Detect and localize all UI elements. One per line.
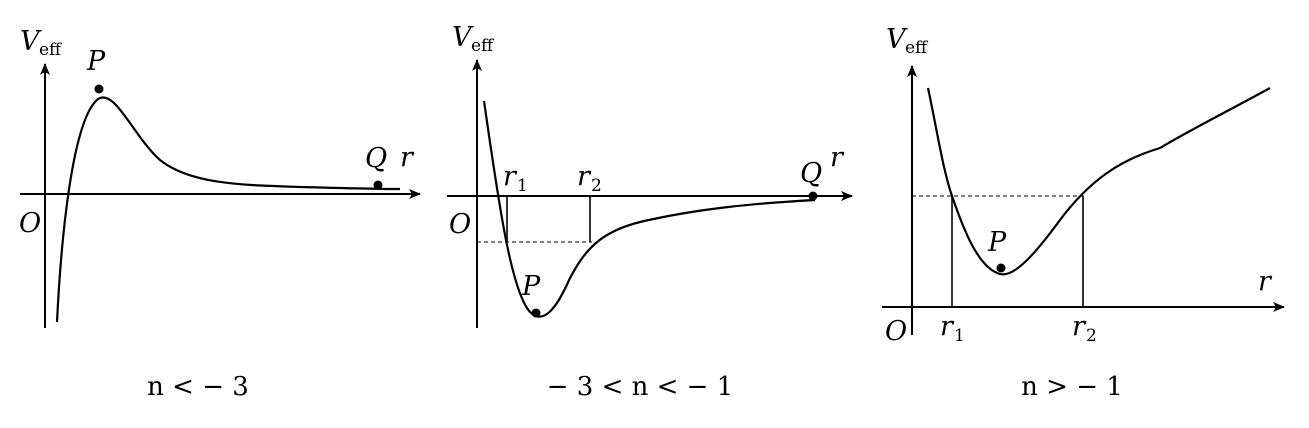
panel-2-r1-sub: 1: [517, 176, 528, 196]
panel-2-point-p-marker: [531, 308, 541, 318]
panel-3-r2-sub: 2: [1086, 326, 1097, 346]
panel-1-potential-curve: [55, 96, 401, 323]
panel-3-y-axis-label: V: [886, 24, 908, 55]
panel-3-origin-label: O: [885, 316, 907, 347]
panel-3-x-axis-label: r: [1258, 266, 1273, 297]
panel-3-r1-label: r: [940, 311, 955, 342]
panel-1-x-axis-label: r: [400, 142, 415, 173]
panel-3-r1-sub: 1: [954, 326, 965, 346]
panel-2-point-p-label: P: [521, 271, 541, 302]
panel-2-y-axis-sub: eff: [471, 36, 495, 56]
panel-2: V eff r 1 r 2 P Q r O − 3 < n < − 1: [447, 22, 853, 402]
panel-1-origin-label: O: [19, 208, 41, 239]
panel-2-r2-sub: 2: [591, 176, 602, 196]
panel-2-y-axis-label: V: [452, 22, 474, 53]
panel-1: V eff P Q r O n < − 3: [19, 26, 421, 402]
panel-3-potential-curve: [926, 87, 1271, 276]
panel-2-caption: − 3 < n < − 1: [547, 372, 734, 402]
panel-1-y-axis-label: V: [20, 26, 42, 57]
panel-2-point-q-label: Q: [800, 158, 822, 189]
panel-1-point-p-marker: [94, 84, 104, 94]
panel-2-origin-label: O: [449, 209, 471, 240]
panel-2-point-q-marker: [808, 191, 818, 201]
panel-2-r1-label: r: [503, 161, 518, 192]
panel-1-point-q-label: Q: [365, 143, 387, 174]
panel-1-point-q-marker: [373, 180, 383, 190]
panel-3-point-p-marker: [996, 263, 1006, 273]
panel-1-y-axis-sub: eff: [39, 40, 63, 60]
panel-2-r2-label: r: [577, 161, 592, 192]
panel-1-caption: n < − 3: [147, 372, 249, 402]
panel-1-point-p-label: P: [86, 46, 106, 77]
panel-3-caption: n > − 1: [1021, 372, 1123, 402]
panel-3-r2-label: r: [1072, 311, 1087, 342]
panel-2-x-axis-label: r: [830, 142, 845, 173]
panel-2-potential-curve: [482, 100, 816, 318]
panel-3: V eff P r O r 1 r 2 n > − 1: [882, 24, 1285, 402]
panel-3-point-p-label: P: [987, 227, 1007, 258]
panel-3-y-axis-sub: eff: [905, 38, 929, 58]
